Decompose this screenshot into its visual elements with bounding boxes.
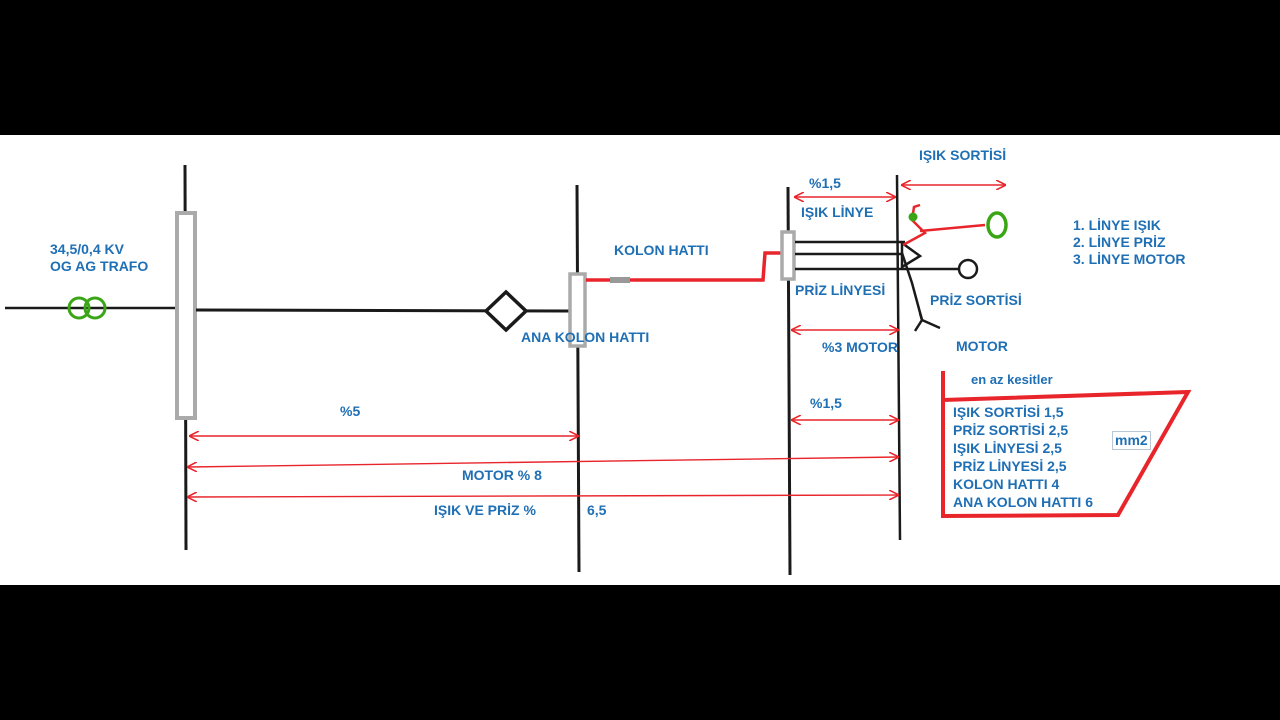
- legend-item: 1. LİNYE IŞIK: [1073, 217, 1161, 233]
- priz-sortisi-label: PRİZ SORTİSİ: [930, 292, 1022, 308]
- motor-8-label: MOTOR % 8: [462, 467, 542, 483]
- linye-legend: 1. LİNYE IŞIK 2. LİNYE PRİZ 3. LİNYE MOT…: [1073, 217, 1186, 268]
- ana-kolon-label: ANA KOLON HATTI: [521, 329, 650, 345]
- distribution-panel: [780, 230, 796, 281]
- arrow-motor-8: [188, 457, 898, 467]
- motor-label: MOTOR: [956, 338, 1008, 354]
- pct-3-motor-label: %3 MOTOR: [822, 339, 898, 355]
- cross-section-item: KOLON HATTI 4: [953, 476, 1060, 492]
- legend-item: 2. LİNYE PRİZ: [1073, 234, 1166, 250]
- isik-sortisi-line-2: [919, 223, 986, 233]
- isik-sortisi-line: [902, 203, 928, 247]
- switch-dot-icon: [908, 212, 918, 222]
- cross-section-item: PRİZ LİNYESİ 2,5: [953, 458, 1067, 474]
- transformer-label: 34,5/0,4 KV OG AG TRAFO: [50, 241, 149, 274]
- cross-section-frame: [941, 371, 1192, 519]
- cable-joint: [610, 277, 630, 283]
- end-busbar: [895, 174, 902, 541]
- isik-sortisi-label: IŞIK SORTİSİ: [919, 147, 1007, 163]
- motor-branch-line: [900, 252, 924, 321]
- cross-section-item: IŞIK LİNYESİ 2,5: [953, 440, 1062, 456]
- meter-diamond-icon: [483, 289, 529, 333]
- cross-section-item: IŞIK SORTİSİ 1,5: [953, 404, 1064, 420]
- cross-section-list: IŞIK SORTİSİ 1,5 PRİZ SORTİSİ 2,5 IŞIK L…: [953, 403, 1093, 511]
- pct-1-5-top-label: %1,5: [809, 175, 841, 191]
- transformer-icon: [67, 296, 107, 320]
- cross-section-title: en az kesitler: [971, 372, 1053, 387]
- legend-item: 3. LİNYE MOTOR: [1073, 251, 1186, 267]
- sub-busbar: [575, 184, 581, 573]
- isik-priz-label: IŞIK VE PRİZ %: [434, 502, 536, 518]
- isik-linye-label: IŞIK LİNYE: [801, 204, 874, 220]
- diagram-canvas: 34,5/0,4 KV OG AG TRAFO ANA KOLON HATTI …: [0, 135, 1280, 585]
- sub-panel: [568, 272, 587, 348]
- socket-icon: [957, 258, 979, 280]
- cross-section-item: ANA KOLON HATTI 6: [953, 494, 1093, 510]
- priz-linyesi-label: PRİZ LİNYESİ: [795, 282, 886, 298]
- motor-symbol-icon: [913, 312, 941, 332]
- kolon-hatti-line: [586, 251, 782, 282]
- unit-box: mm2: [1112, 431, 1151, 450]
- pct-1-5-mid-label: %1,5: [810, 395, 842, 411]
- arrow-isik-priz: [188, 495, 898, 497]
- kolon-hatti-label: KOLON HATTI: [614, 242, 709, 258]
- main-panel: [175, 211, 197, 420]
- lamp-icon: [986, 211, 1008, 239]
- single-line-diagram: [5, 164, 1192, 576]
- isik-priz-value: 6,5: [587, 502, 607, 518]
- cross-section-item: PRİZ SORTİSİ 2,5: [953, 422, 1069, 438]
- pct-5-label: %5: [340, 403, 361, 419]
